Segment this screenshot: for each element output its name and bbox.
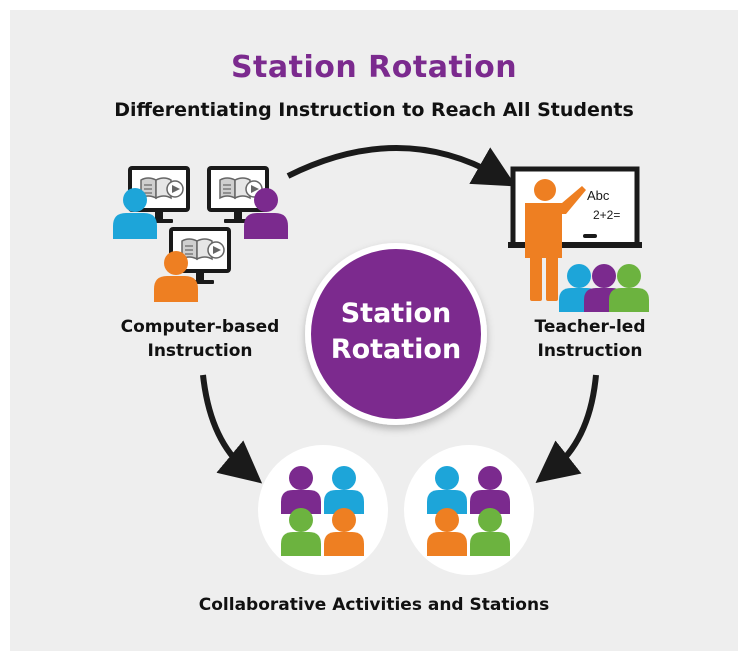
board-text: 2+2=	[593, 208, 620, 222]
center-circle	[305, 243, 487, 425]
center-label-line1: Station	[341, 298, 452, 329]
center-label-line2: Rotation	[331, 334, 461, 365]
computer-station-label: Computer-based Instruction	[95, 315, 305, 363]
arrow-icon	[200, 374, 263, 484]
page-title: Station Rotation	[230, 50, 518, 85]
page-subtitle: Differentiating Instruction to Reach All…	[114, 99, 634, 121]
computer-label-line1: Computer-based	[120, 317, 280, 337]
teacher-station-label: Teacher-led Instruction	[490, 315, 690, 363]
arrow-icon	[286, 145, 517, 187]
board-text: Abc	[587, 188, 610, 203]
collaborative-group-left	[258, 445, 388, 575]
student-icon	[609, 264, 649, 312]
teacher-icon	[525, 179, 586, 301]
computer-station-icon	[113, 165, 288, 302]
collaborative-group-right	[404, 445, 534, 575]
computer-label-line2: Instruction	[147, 341, 253, 361]
arrow-icon	[535, 374, 599, 484]
teacher-label-line1: Teacher-led	[534, 317, 646, 337]
teacher-station-icon: Abc 2+2=	[508, 166, 649, 312]
collaborative-label: Collaborative Activities and Stations	[198, 595, 550, 615]
teacher-label-line2: Instruction	[537, 341, 643, 361]
